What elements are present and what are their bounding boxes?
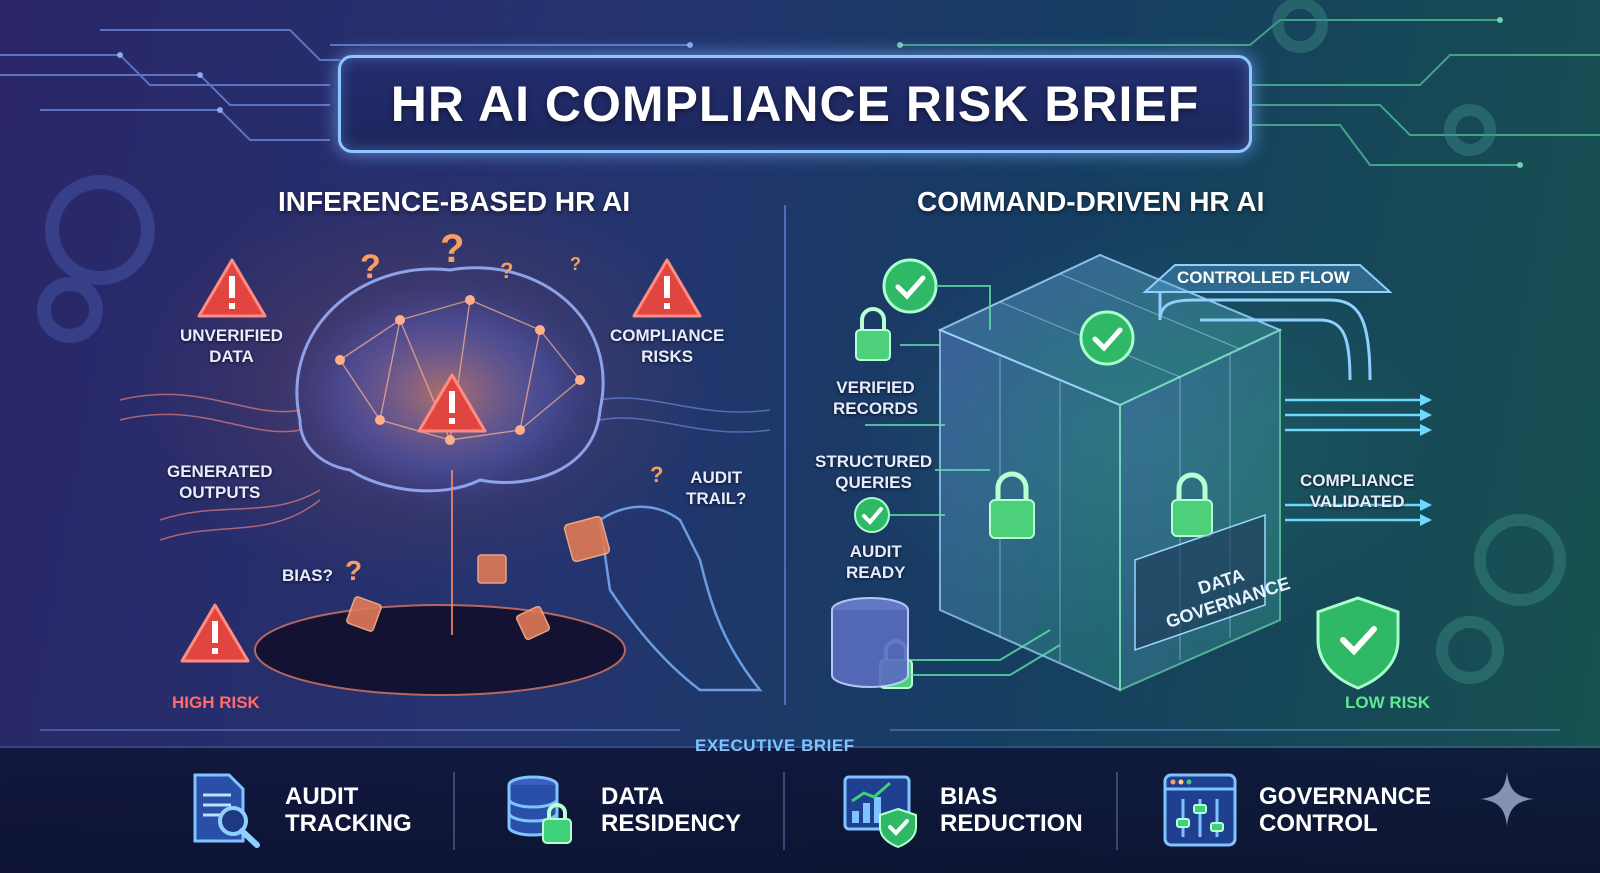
chart-shield-icon <box>843 775 917 849</box>
svg-text:?: ? <box>570 254 581 274</box>
document-search-icon <box>193 773 260 848</box>
divider <box>783 772 785 850</box>
controlled-flow-label: CONTROLLED FLOW <box>1177 268 1350 287</box>
page-title: HR AI COMPLIANCE RISK BRIEF <box>390 76 1200 132</box>
high-risk-label: HIGH RISK <box>172 693 260 712</box>
svg-text:?: ? <box>360 248 381 286</box>
divider <box>1116 772 1118 850</box>
sparkle-icon <box>1480 772 1534 826</box>
svg-text:?: ? <box>650 462 663 487</box>
executive-brief-label: EXECUTIVE BRIEF <box>695 736 855 755</box>
low-risk-label: LOW RISK <box>1345 693 1430 712</box>
svg-text:?: ? <box>500 258 513 283</box>
executive-brief-bar <box>0 748 1600 873</box>
label-bias: BIAS? <box>282 566 333 585</box>
warning-icons <box>180 258 702 663</box>
sliders-panel-icon <box>1163 773 1237 847</box>
title-banner: HR AI COMPLIANCE RISK BRIEF <box>338 55 1252 153</box>
svg-text:?: ? <box>440 227 464 271</box>
left-panel-heading: INFERENCE-BASED HR AI <box>278 186 631 217</box>
database-lock-icon <box>507 775 572 844</box>
divider <box>453 772 455 850</box>
right-panel-heading: COMMAND-DRIVEN HR AI <box>917 186 1265 217</box>
svg-text:?: ? <box>345 555 362 586</box>
